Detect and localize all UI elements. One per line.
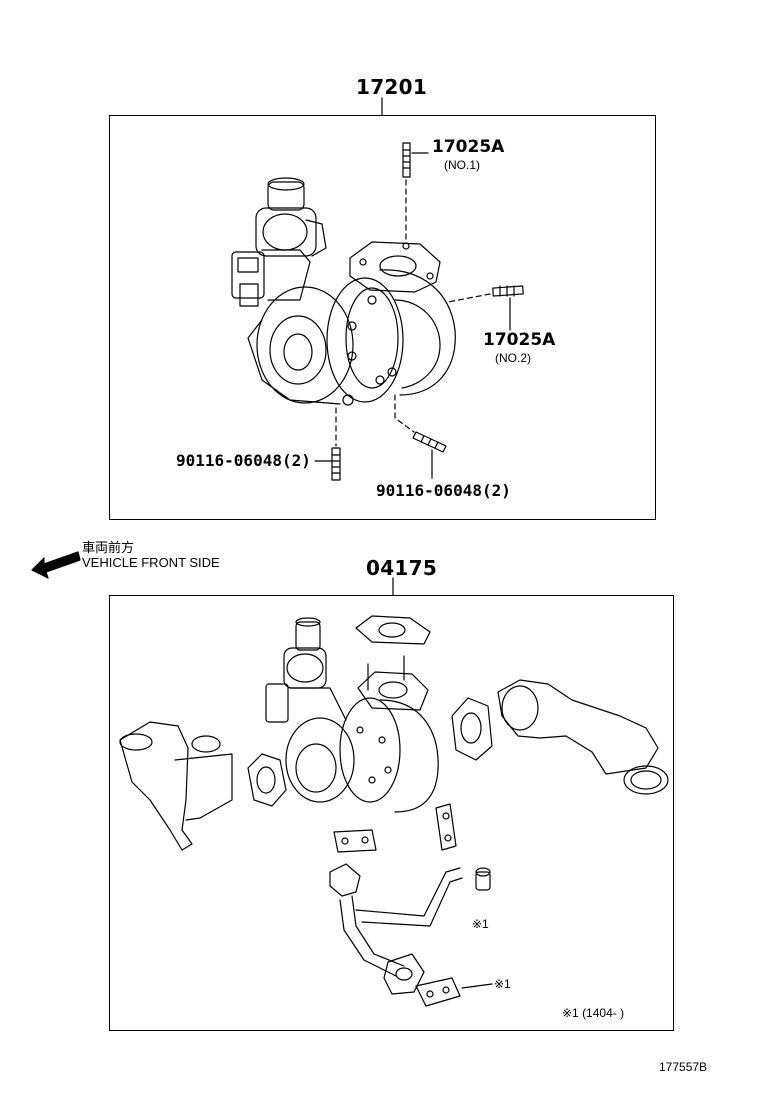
stud-right-part-number[interactable]: 90116-06048(2)	[376, 481, 511, 500]
note-mark-upper: ※1	[472, 917, 489, 931]
turbocharger-assembly-illustration	[231, 177, 456, 406]
stud-no2-illustration	[447, 285, 524, 331]
assembly-part-number-17201[interactable]: 17201	[356, 75, 428, 99]
turbo-kit-illustration	[119, 615, 669, 1007]
note-mark-lower: ※1	[494, 977, 511, 991]
bottom-assembly-frame	[109, 595, 674, 1031]
stud-no2-part-number[interactable]: 17025A	[483, 330, 556, 350]
stud-no1-sub-label: (NO.1)	[444, 158, 480, 172]
stud-no1-part-number[interactable]: 17025A	[432, 137, 505, 157]
stud-left-illustration	[314, 407, 341, 481]
direction-label-en: VEHICLE FRONT SIDE	[82, 555, 220, 570]
stud-right-illustration	[394, 394, 447, 479]
illustration-id: 177557B	[659, 1060, 708, 1074]
kit-part-number-04175[interactable]: 04175	[366, 556, 438, 580]
stud-left-part-number[interactable]: 90116-06048(2)	[176, 451, 311, 470]
vehicle-front-arrow	[31, 551, 81, 579]
top-assembly-frame	[109, 115, 656, 520]
stud-no2-sub-label: (NO.2)	[495, 351, 531, 365]
direction-label-jp: 車両前方	[82, 540, 135, 555]
footnote-applicability: ※1 (1404- )	[562, 1006, 625, 1020]
stud-no1-illustration	[402, 142, 429, 241]
